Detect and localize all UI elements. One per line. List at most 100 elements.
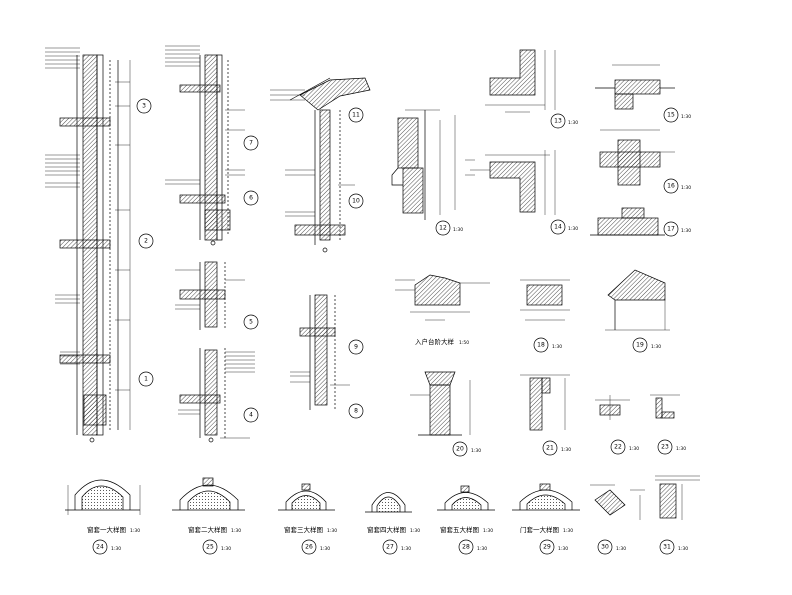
detail-14-drawing [470, 150, 556, 215]
callout-29: 29 1:30 [539, 539, 568, 555]
detail-scale: 1:30 [552, 344, 562, 350]
arch-28-caption: 窗套五大样图 [440, 525, 479, 534]
detail-scale: 1:30 [681, 228, 691, 234]
detail-scale: 1:30 [471, 448, 481, 454]
wall-section-a [45, 47, 131, 443]
callout-18: 18 1:30 [533, 337, 562, 353]
detail-22-drawing [595, 395, 630, 420]
arch-26-drawing [278, 483, 335, 511]
detail-number: 22 [614, 444, 622, 451]
callout-30: 30 1:30 [597, 539, 626, 555]
detail-scale: 1:30 [678, 546, 688, 552]
detail-scale: 1:30 [676, 446, 686, 452]
detail-number: 4 [249, 412, 253, 419]
detail-number: 10 [352, 198, 360, 205]
detail-number: 14 [554, 224, 562, 231]
arch-29-caption: 门套一大样图 [520, 525, 559, 534]
detail-number: 26 [305, 544, 313, 551]
callout-22: 22 1:30 [610, 439, 639, 455]
callout-27: 27 1:30 [382, 539, 411, 555]
callout-24: 24 1:30 [92, 539, 121, 555]
detail-12-drawing [391, 109, 475, 220]
callout-8: 8 [348, 403, 364, 419]
detail-31-drawing [655, 475, 700, 520]
detail-number: 28 [462, 544, 470, 551]
callout-16: 16 1:30 [663, 178, 691, 194]
detail-number: 17 [667, 226, 675, 233]
arch-27-drawing [365, 492, 412, 513]
parapet-section [270, 77, 371, 410]
arch-24-drawing [65, 479, 141, 515]
detail-number: 6 [249, 195, 253, 202]
arch-24-caption: 窗套一大样图 [87, 525, 126, 534]
detail-number: 12 [439, 225, 447, 232]
entrance-step-caption: 入户台阶大样 [415, 337, 455, 346]
detail-number: 15 [667, 112, 675, 119]
callout-14: 14 1:30 [550, 219, 578, 235]
entrance-step-scale: 1:50 [459, 340, 469, 346]
detail-number: 8 [354, 408, 358, 415]
detail-19-drawing [605, 269, 670, 331]
detail-scale: 1:30 [561, 447, 571, 453]
detail-scale: 1:30 [568, 226, 578, 232]
callout-6: 6 [243, 190, 259, 206]
callout-23: 23 1:30 [657, 439, 686, 455]
callout-20: 20 1:30 [452, 441, 481, 457]
detail-number: 5 [249, 319, 253, 326]
detail-number: 20 [456, 446, 464, 453]
detail-30-drawing [590, 484, 645, 520]
callout-21: 21 1:30 [542, 440, 571, 456]
wall-section-b [165, 45, 255, 443]
callout-4: 4 [243, 407, 259, 423]
detail-21-drawing [520, 374, 570, 431]
detail-number: 29 [543, 544, 551, 551]
detail-scale: 1:30 [681, 114, 691, 120]
detail-scale: 1:30 [130, 528, 140, 534]
detail-scale: 1:30 [401, 546, 411, 552]
detail-scale: 1:30 [327, 528, 337, 534]
arch-29-drawing [512, 483, 580, 511]
detail-number: 11 [352, 112, 360, 119]
arch-25-drawing [172, 477, 245, 511]
callout-2: 2 [138, 233, 154, 249]
detail-scale: 1:30 [629, 446, 639, 452]
callout-5: 5 [243, 314, 259, 330]
callout-26: 26 1:30 [301, 539, 330, 555]
detail-number: 13 [554, 118, 562, 125]
detail-scale: 1:30 [320, 546, 330, 552]
detail-number: 27 [386, 544, 394, 551]
detail-number: 30 [601, 544, 609, 551]
arch-25-caption: 窗套二大样图 [188, 525, 227, 534]
detail-number: 2 [144, 238, 148, 245]
detail-scale: 1:30 [231, 528, 241, 534]
arch-27-caption: 窗套四大样图 [367, 525, 406, 534]
detail-scale: 1:30 [453, 227, 463, 233]
arch-28-drawing [437, 485, 495, 511]
detail-20-drawing [410, 371, 471, 436]
detail-number: 1 [144, 376, 148, 383]
detail-number: 7 [249, 140, 253, 147]
detail-number: 25 [206, 544, 214, 551]
detail-scale: 1:30 [483, 528, 493, 534]
detail-number: 16 [667, 183, 675, 190]
detail-number: 23 [661, 444, 669, 451]
detail-scale: 1:30 [681, 185, 691, 191]
callout-31: 31 1:30 [659, 539, 688, 555]
detail-15-drawing [595, 64, 675, 110]
detail-number: 19 [636, 342, 644, 349]
callout-12: 12 1:30 [435, 220, 463, 236]
detail-13-drawing [485, 49, 556, 113]
callout-11: 11 [348, 107, 364, 123]
callout-25: 25 1:30 [202, 539, 231, 555]
callout-13: 13 1:30 [550, 113, 578, 129]
detail-scale: 1:30 [568, 120, 578, 126]
detail-17-drawing [590, 207, 665, 236]
detail-23-drawing [650, 394, 680, 419]
detail-scale: 1:30 [221, 546, 231, 552]
detail-scale: 1:30 [477, 546, 487, 552]
callout-28: 28 1:30 [458, 539, 487, 555]
detail-18-drawing [520, 279, 570, 321]
detail-scale: 1:30 [410, 528, 420, 534]
entrance-step-drawing [395, 274, 490, 321]
